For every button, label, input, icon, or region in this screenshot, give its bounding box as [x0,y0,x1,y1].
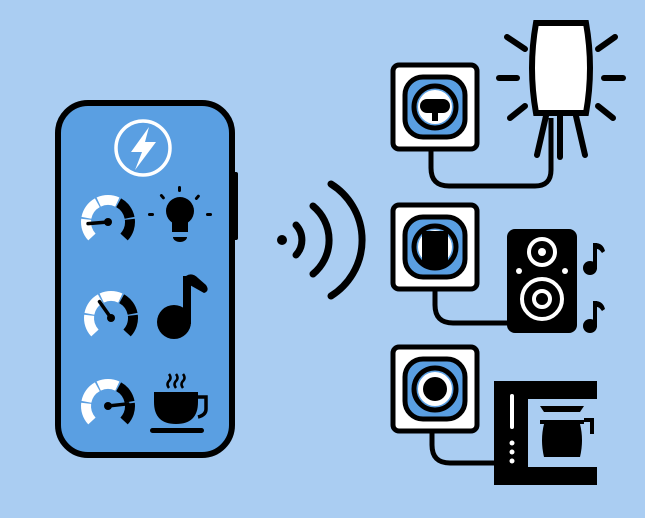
gauge-segment [81,198,101,220]
gauge-segment [115,198,135,220]
gauge-hub [107,314,115,322]
plug [423,377,447,401]
gauge-segment [123,314,138,337]
gauge-hub [104,218,112,226]
wireless-signal-icon [277,180,366,300]
gauge-segment [84,294,104,316]
gauge-segment [96,195,120,207]
smartphone [55,100,238,458]
gauge-segment [115,382,135,404]
gauge-icon [84,291,138,337]
gauge-segment [99,291,123,303]
gauge-segment [81,402,96,425]
gauge-segment [81,382,101,404]
speaker-icon [507,229,577,333]
light-bulb-icon [148,186,212,242]
gauge-segment [118,294,138,316]
gauge-icon [81,379,135,425]
floor-lamp-icon [496,20,626,160]
plug [420,99,450,113]
lightning-bolt-icon [114,119,172,177]
smart-plug-outlet [390,344,480,434]
gauge-hub [104,402,112,410]
gauge-segment [81,218,96,241]
gauge-segment [84,314,99,337]
lamp-cable [428,115,554,189]
smart-plug-outlet [390,202,480,292]
coffee-maker-cable [429,393,495,466]
coffee-cup-icon [150,373,208,433]
gauge-segment [120,402,135,425]
music-note-icon [157,274,208,339]
coffee-maker-icon [494,381,597,485]
phone-screen [55,100,235,458]
gauge-icon [81,195,135,241]
gauge-segment [96,379,120,391]
speaker-cable [432,255,510,326]
power-cables [428,115,554,466]
smart-plug-outlet [390,62,480,152]
music-notes-icon [583,243,605,333]
plug [422,231,448,269]
gauge-segment [120,218,135,241]
